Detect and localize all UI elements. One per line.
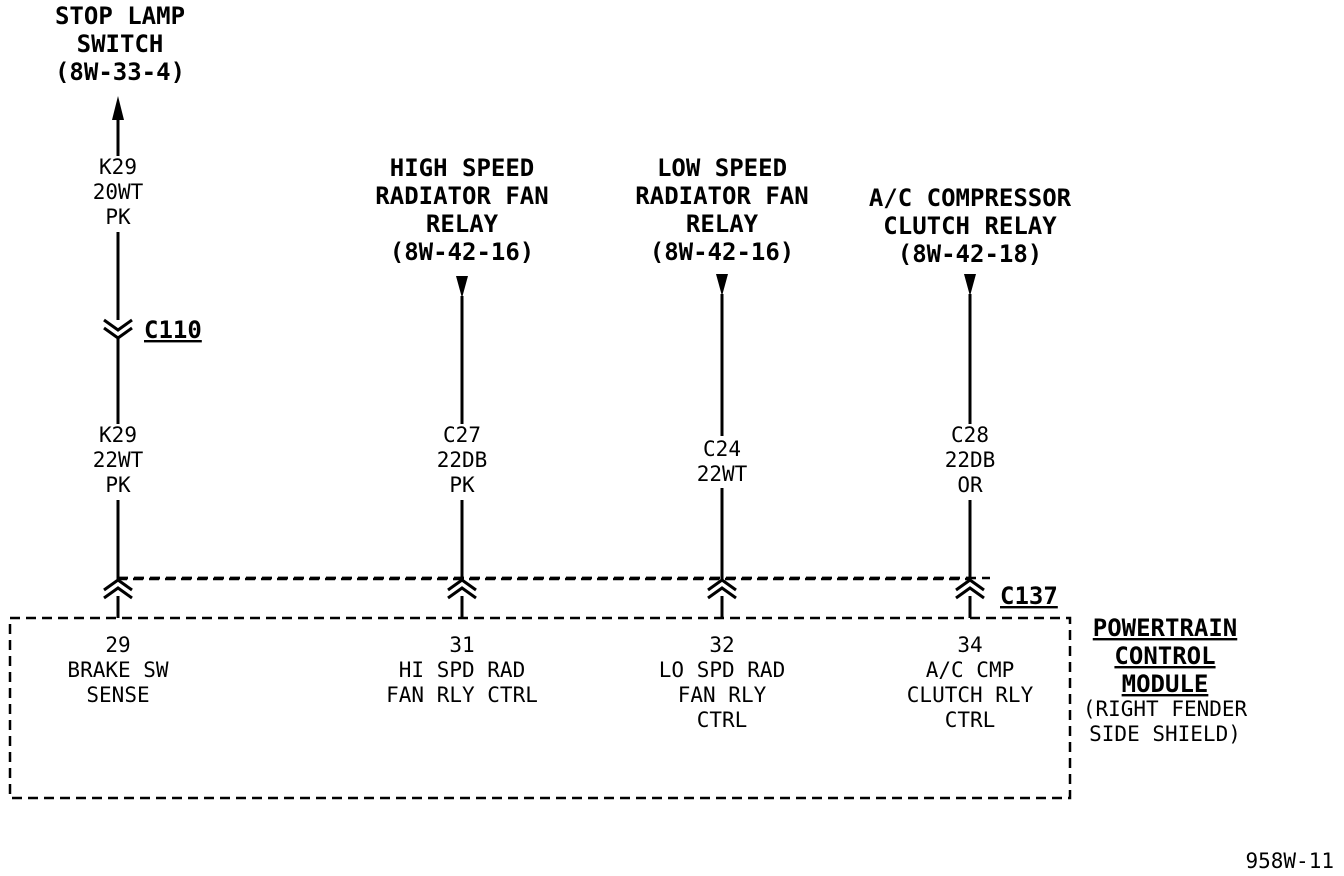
- wire-tracer: PK: [449, 473, 475, 497]
- module-location-line: SIDE SHIELD): [1089, 722, 1241, 746]
- wire-gauge-color: 22WT: [697, 462, 748, 486]
- pin-number: 29: [105, 633, 130, 657]
- source-line: A/C COMPRESSOR: [869, 184, 1072, 212]
- wire-gauge-color: 22DB: [437, 448, 488, 472]
- connector-c137-pin-34-icon: [955, 578, 985, 600]
- wire-label-c28: C28 22DB OR: [945, 423, 996, 497]
- pin-function: FAN RLY: [678, 683, 767, 707]
- pin-29-label: 29 BRAKE SW SENSE: [67, 633, 169, 707]
- source-line: RADIATOR FAN: [375, 182, 548, 210]
- wire-label-c27: C27 22DB PK: [437, 423, 488, 497]
- wire-circuit: C28: [951, 423, 989, 447]
- connector-c110-label: C110: [144, 316, 202, 344]
- wire-label-k29-lower: K29 22WT PK: [93, 423, 144, 497]
- module-name-line: POWERTRAIN: [1093, 614, 1238, 642]
- connector-c110-icon: [103, 318, 133, 340]
- stop-lamp-switch-label: STOP LAMP SWITCH (8W-33-4): [55, 2, 185, 86]
- pin-function: CTRL: [697, 708, 748, 732]
- pin-function: FAN RLY CTRL: [386, 683, 538, 707]
- pin-function: BRAKE SW: [67, 658, 169, 682]
- low-speed-fan-relay-label: LOW SPEED RADIATOR FAN RELAY (8W-42-16): [635, 154, 808, 266]
- source-line: SWITCH: [77, 30, 164, 58]
- source-line: HIGH SPEED: [390, 154, 535, 182]
- pin-function: A/C CMP: [926, 658, 1015, 682]
- source-line: RADIATOR FAN: [635, 182, 808, 210]
- wire-label-k29-upper: K29 20WT PK: [93, 155, 144, 229]
- connector-c137-pin-31-icon: [447, 578, 477, 600]
- source-line: CLUTCH RELAY: [883, 212, 1057, 240]
- pin-function: CTRL: [945, 708, 996, 732]
- wire-label-c24: C24 22WT: [697, 437, 748, 486]
- pin-31-label: 31 HI SPD RAD FAN RLY CTRL: [386, 633, 538, 707]
- pin-number: 34: [957, 633, 982, 657]
- figure-id: 958W-11: [1245, 849, 1334, 873]
- wire-circuit: K29: [99, 155, 137, 179]
- connector-c137-pin-32-icon: [707, 578, 737, 600]
- source-line: (8W-42-16): [390, 238, 535, 266]
- wire-tracer: PK: [105, 205, 131, 229]
- pcm-module-box: [8, 616, 1072, 800]
- source-line: STOP LAMP: [55, 2, 185, 30]
- wire-circuit: C27: [443, 423, 481, 447]
- pin-function: CLUTCH RLY: [907, 683, 1034, 707]
- up-arrow-icon: [112, 96, 124, 120]
- source-line: RELAY: [426, 210, 499, 238]
- pin-32-label: 32 LO SPD RAD FAN RLY CTRL: [659, 633, 785, 732]
- source-line: (8W-42-18): [898, 240, 1043, 268]
- wire-gauge-color: 22WT: [93, 448, 144, 472]
- pin-function: HI SPD RAD: [399, 658, 525, 682]
- down-arrow-icon: [716, 274, 728, 296]
- ac-compressor-clutch-relay-label: A/C COMPRESSOR CLUTCH RELAY (8W-42-18): [869, 184, 1072, 268]
- wire-circuit: C24: [703, 437, 741, 461]
- wire-circuit: K29: [99, 423, 137, 447]
- pin-number: 31: [449, 633, 474, 657]
- connector-c137-pin-29-icon: [103, 578, 133, 600]
- pin-function: SENSE: [86, 683, 149, 707]
- module-name-line: CONTROL: [1114, 642, 1215, 670]
- wire-tracer: OR: [957, 473, 983, 497]
- pin-34-label: 34 A/C CMP CLUTCH RLY CTRL: [907, 633, 1034, 732]
- pcm-module-label: POWERTRAIN CONTROL MODULE (RIGHT FENDER …: [1083, 614, 1248, 746]
- pin-number: 32: [709, 633, 734, 657]
- wire-tracer: PK: [105, 473, 131, 497]
- connector-c137-label: C137: [1000, 582, 1058, 610]
- down-arrow-icon: [456, 276, 468, 298]
- wire-gauge-color: 22DB: [945, 448, 996, 472]
- module-location-line: (RIGHT FENDER: [1083, 697, 1248, 721]
- module-name-line: MODULE: [1122, 670, 1209, 698]
- high-speed-fan-relay-label: HIGH SPEED RADIATOR FAN RELAY (8W-42-16): [375, 154, 548, 266]
- wire-gauge-color: 20WT: [93, 180, 144, 204]
- pin-function: LO SPD RAD: [659, 658, 785, 682]
- source-line: (8W-33-4): [55, 58, 185, 86]
- source-line: RELAY: [686, 210, 759, 238]
- down-arrow-icon: [964, 274, 976, 296]
- source-line: (8W-42-16): [650, 238, 795, 266]
- source-line: LOW SPEED: [657, 154, 787, 182]
